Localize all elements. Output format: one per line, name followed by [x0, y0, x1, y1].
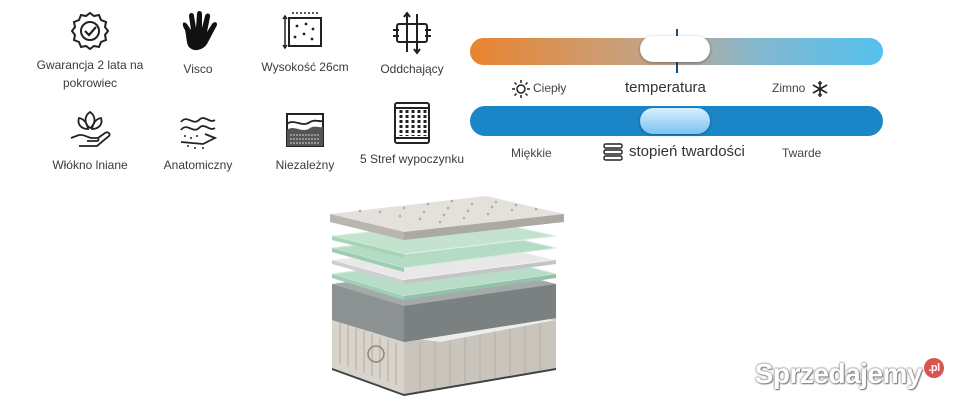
feature-label: Niezależny: [275, 158, 335, 172]
feature-label: Włókno lniane: [52, 158, 128, 172]
watermark-text: Sprzedajemy: [754, 358, 923, 389]
firmness-title-wrap: stopień twardości: [603, 143, 745, 161]
height-box-icon: [282, 12, 322, 50]
spring-coils-icon: [394, 102, 430, 144]
warranty-badge-icon: [70, 11, 110, 51]
mattress-layers-image: [330, 196, 564, 396]
sun-icon: [512, 80, 530, 98]
temperature-left-label: Ciepły: [533, 81, 567, 96]
firmness-slider: [470, 106, 883, 136]
airflow-icon: [393, 11, 431, 55]
feature-breathable: Oddchający: [357, 10, 467, 78]
feature-label: Visco: [183, 62, 213, 76]
watermark-logo: Sprzedajemy.pl: [755, 358, 944, 390]
feature-independent: Niezależny: [250, 108, 360, 174]
watermark-suffix: .pl: [924, 358, 944, 378]
temperature-slider: [470, 29, 883, 73]
temperature-right-label: Zimno: [772, 81, 806, 96]
temperature-title: temperatura: [625, 79, 706, 96]
snowflake-icon: [812, 81, 828, 97]
feature-warranty: Gwarancja 2 lata na pokrowiec: [35, 10, 145, 92]
feature-visco: Visco: [143, 10, 253, 78]
hand-leaves-icon: [70, 110, 111, 147]
temperature-right: Zimno: [772, 80, 829, 98]
feature-anatomic: Anatomiczny: [143, 108, 253, 174]
feature-label: Wysokość 26cm: [261, 60, 349, 74]
feature-label: Gwarancja 2 lata na pokrowiec: [36, 58, 144, 90]
feature-linen: Włókno lniane: [35, 108, 145, 174]
feature-zones: 5 Stref wypoczynku: [357, 100, 467, 168]
firmness-title: stopień twardości: [629, 143, 745, 160]
pocket-spring-layer-icon: [286, 113, 324, 147]
firmness-knob: [640, 108, 710, 134]
temperature-left: Ciepły: [512, 80, 566, 98]
layers-icon: [603, 143, 623, 161]
feature-label: Anatomiczny: [163, 158, 233, 172]
wave-foam-icon: [180, 117, 218, 149]
firmness-left-label: Miękkie: [511, 146, 552, 160]
feature-height: Wysokość 26cm: [250, 10, 360, 76]
feature-label: Oddchający: [380, 62, 444, 76]
feature-label: 5 Stref wypoczynku: [359, 152, 465, 166]
hand-icon: [182, 11, 218, 51]
firmness-right-label: Twarde: [782, 146, 822, 160]
temperature-knob: [640, 36, 710, 62]
